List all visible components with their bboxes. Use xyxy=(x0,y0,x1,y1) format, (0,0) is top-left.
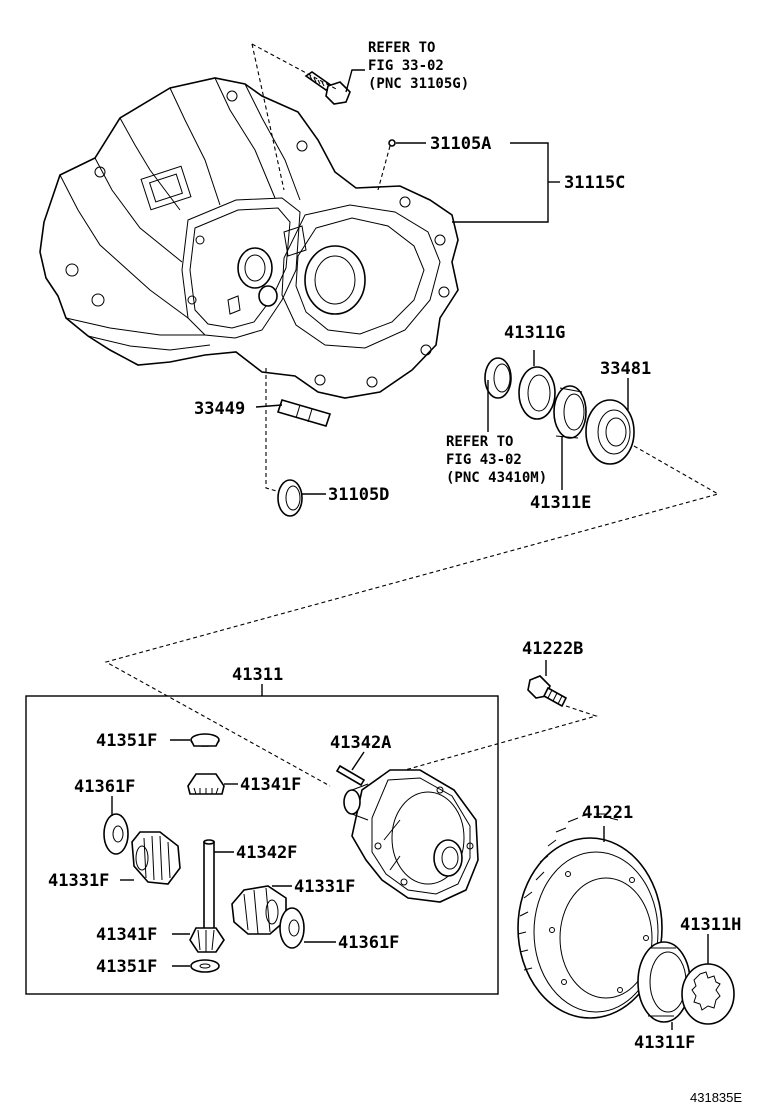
refer-note-1-line3: (PNC 31105G) xyxy=(368,76,469,92)
seal-31105d-drawing xyxy=(277,479,303,517)
bolt-31105g-drawing xyxy=(304,71,351,105)
bearing-41311f-drawing xyxy=(637,941,691,1023)
shaft-41342f-drawing xyxy=(203,839,215,931)
washer-41361f-left-drawing xyxy=(103,813,129,855)
label-41342f: 41342F xyxy=(236,843,297,863)
gear-41331f-left-drawing xyxy=(131,831,181,885)
label-41341f-top: 41341F xyxy=(240,775,301,795)
transaxle-housing-drawing xyxy=(39,77,459,399)
label-31105a: 31105A xyxy=(430,134,491,154)
differential-case-drawing xyxy=(343,769,479,903)
label-41361f-right: 41361F xyxy=(338,933,399,953)
label-41331f-right: 41331F xyxy=(294,877,355,897)
label-33481: 33481 xyxy=(600,359,651,379)
gear-41331f-right-drawing xyxy=(231,885,287,935)
refer-note-1-line2: FIG 33-02 xyxy=(368,58,444,74)
shim-41311h-drawing xyxy=(681,963,735,1025)
label-41311: 41311 xyxy=(232,665,283,685)
label-41221: 41221 xyxy=(582,803,633,823)
label-41222b: 41222B xyxy=(522,639,583,659)
ring-gear-41221-drawing xyxy=(517,813,663,1019)
label-41311f: 41311F xyxy=(634,1033,695,1053)
washer-41361f-right-drawing xyxy=(279,907,305,949)
refer-note-1-line1: REFER TO xyxy=(368,40,435,56)
washer-41351f-bottom-drawing xyxy=(190,959,220,973)
label-41342a: 41342A xyxy=(330,733,391,753)
label-31105d: 31105D xyxy=(328,485,389,505)
refer-note-2-line3: (PNC 43410M) xyxy=(446,470,547,486)
gear-41341f-bottom-drawing xyxy=(189,927,225,953)
label-41311g: 41311G xyxy=(504,323,565,343)
pin-41342a-drawing xyxy=(335,764,366,787)
bolt-41222b-drawing xyxy=(527,675,568,708)
label-33449: 33449 xyxy=(194,399,245,419)
label-31115c: 31115C xyxy=(564,173,625,193)
refer-note-2-line1: REFER TO xyxy=(446,434,513,450)
label-41311h: 41311H xyxy=(680,915,741,935)
part-33449-drawing xyxy=(276,399,332,427)
label-41331f-left: 41331F xyxy=(48,871,109,891)
label-41361f-left: 41361F xyxy=(74,777,135,797)
label-41341f-bottom: 41341F xyxy=(96,925,157,945)
label-41351f-top: 41351F xyxy=(96,731,157,751)
gear-41341f-top-drawing xyxy=(187,773,225,795)
bearing-group-upper-drawing xyxy=(484,357,635,465)
label-41311e: 41311E xyxy=(530,493,591,513)
label-41351f-bottom: 41351F xyxy=(96,957,157,977)
refer-note-2-line2: FIG 43-02 xyxy=(446,452,522,468)
washer-41351f-top-drawing xyxy=(190,733,220,747)
diagram-code: 431835E xyxy=(690,1090,742,1105)
